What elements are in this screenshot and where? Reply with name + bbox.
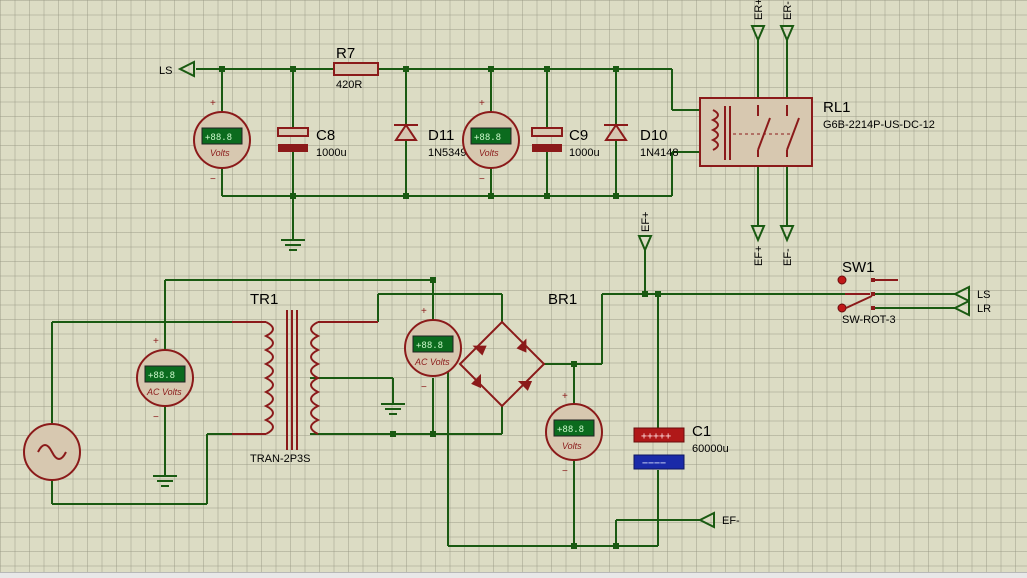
rl1-value: G6B-2214P-US-DC-12 bbox=[823, 119, 935, 131]
ef-minus-bottom-terminal[interactable]: EF- bbox=[697, 511, 740, 529]
d10-ref: D10 bbox=[640, 127, 668, 144]
d11-ref: D11 bbox=[428, 127, 454, 144]
ac-voltmeter-1[interactable]: +88.8 AC Volts + − bbox=[136, 336, 194, 423]
voltmeter-1-minus: − bbox=[210, 174, 216, 185]
top-junctions bbox=[219, 66, 619, 199]
er-plus-top-label: ER+ bbox=[753, 0, 765, 20]
r7-value: 420R bbox=[336, 79, 362, 91]
ls-terminal-right[interactable]: LS bbox=[952, 285, 990, 303]
voltmeter-3-label: Volts bbox=[562, 441, 582, 451]
ground-symbol-2 bbox=[153, 475, 177, 487]
tr1-value: TRAN-2P3S bbox=[250, 453, 311, 465]
er-minus-top-label: ER- bbox=[782, 1, 794, 20]
ls-right-label: LS bbox=[977, 289, 990, 301]
voltmeter-2-reading: +88.8 bbox=[474, 133, 501, 143]
r7-ref: R7 bbox=[336, 45, 355, 62]
ac-voltmeter-2-label: AC Volts bbox=[414, 357, 450, 367]
voltmeter-3-reading: +88.8 bbox=[557, 425, 584, 435]
ac-voltmeter-2-plus: + bbox=[421, 306, 427, 317]
ac-voltmeter-1-plus: + bbox=[153, 336, 159, 347]
ls-terminal-left[interactable]: LS bbox=[159, 60, 195, 78]
ac-voltmeter-1-minus: − bbox=[153, 412, 159, 423]
ef-minus-relay-terminal[interactable]: EF- bbox=[779, 225, 795, 266]
ef-plus-relay-terminal[interactable]: EF+ bbox=[750, 225, 766, 266]
br1-ref: BR1 bbox=[548, 291, 577, 308]
voltmeter-1[interactable]: +88.8 Volts + − bbox=[193, 98, 251, 185]
c1-ref: C1 bbox=[692, 423, 711, 440]
c1-minus-marks: −−−− bbox=[642, 458, 666, 469]
c1-plus-marks: +++++ bbox=[641, 431, 671, 442]
voltmeter-1-label: Volts bbox=[210, 148, 230, 158]
ef-plus-relay-label: EF+ bbox=[753, 246, 765, 266]
resistor-r7[interactable]: R7 420R bbox=[333, 45, 379, 91]
ls-terminal-label: LS bbox=[159, 65, 172, 77]
sw1-value: SW-ROT-3 bbox=[842, 314, 896, 326]
lr-terminal-right[interactable]: LR bbox=[952, 299, 991, 317]
voltmeter-3[interactable]: +88.8 Volts + − bbox=[545, 391, 603, 477]
voltmeter-3-minus: − bbox=[562, 466, 568, 477]
ef-minus-bottom-label: EF- bbox=[722, 515, 740, 527]
voltmeter-2[interactable]: +88.8 Volts + − bbox=[462, 98, 520, 185]
c8-value: 1000u bbox=[316, 147, 347, 159]
lr-right-label: LR bbox=[977, 303, 991, 315]
capacitor-c8[interactable]: C8 1000u bbox=[277, 127, 347, 159]
transformer-tr1[interactable]: TR1 TRAN-2P3S bbox=[232, 291, 378, 465]
er-plus-top-terminal[interactable]: ER+ bbox=[750, 0, 766, 43]
ef-plus-mid-terminal[interactable]: EF+ bbox=[637, 212, 653, 253]
status-strip bbox=[0, 572, 1027, 578]
voltmeter-2-plus: + bbox=[479, 98, 485, 109]
tr1-ref: TR1 bbox=[250, 291, 278, 308]
er-minus-top-terminal[interactable]: ER- bbox=[779, 1, 795, 43]
voltmeter-2-label: Volts bbox=[479, 148, 499, 158]
ac-voltmeter-2-minus: − bbox=[421, 382, 427, 393]
sw1-ref: SW1 bbox=[842, 259, 875, 276]
voltmeter-1-reading: +88.8 bbox=[205, 133, 232, 143]
voltmeter-2-minus: − bbox=[479, 174, 485, 185]
ac-voltmeter-2[interactable]: +88.8 AC Volts + − bbox=[404, 306, 462, 393]
d10-value: 1N4148 bbox=[640, 147, 679, 159]
rl1-ref: RL1 bbox=[823, 99, 851, 116]
voltmeter-1-plus: + bbox=[210, 98, 216, 109]
bridge-rectifier-br1[interactable]: BR1 bbox=[458, 291, 577, 408]
ac-voltmeter-2-reading: +88.8 bbox=[416, 341, 443, 351]
diode-d10[interactable]: D10 1N4148 bbox=[604, 123, 679, 159]
c9-ref: C9 bbox=[569, 127, 588, 144]
voltmeter-3-plus: + bbox=[562, 391, 568, 402]
capacitor-c9[interactable]: C9 1000u bbox=[531, 127, 600, 159]
c8-ref: C8 bbox=[316, 127, 335, 144]
c9-value: 1000u bbox=[569, 147, 600, 159]
relay-rl1[interactable]: RL1 G6B-2214P-US-DC-12 bbox=[699, 97, 935, 167]
switch-sw1[interactable]: SW1 SW-ROT-3 bbox=[837, 259, 898, 326]
capacitor-c1[interactable]: +++++ −−−− C1 60000u bbox=[633, 423, 729, 470]
bottom-junctions bbox=[390, 277, 661, 549]
ground-symbol-1 bbox=[281, 239, 305, 251]
c1-value: 60000u bbox=[692, 443, 729, 455]
ac-source[interactable] bbox=[23, 423, 81, 481]
ef-minus-relay-label: EF- bbox=[782, 248, 794, 266]
bottom-wires bbox=[51, 248, 955, 547]
ground-symbol-3 bbox=[381, 403, 405, 415]
ac-voltmeter-1-reading: +88.8 bbox=[148, 371, 175, 381]
ef-plus-mid-label: EF+ bbox=[640, 212, 652, 232]
ac-voltmeter-1-label: AC Volts bbox=[146, 387, 182, 397]
